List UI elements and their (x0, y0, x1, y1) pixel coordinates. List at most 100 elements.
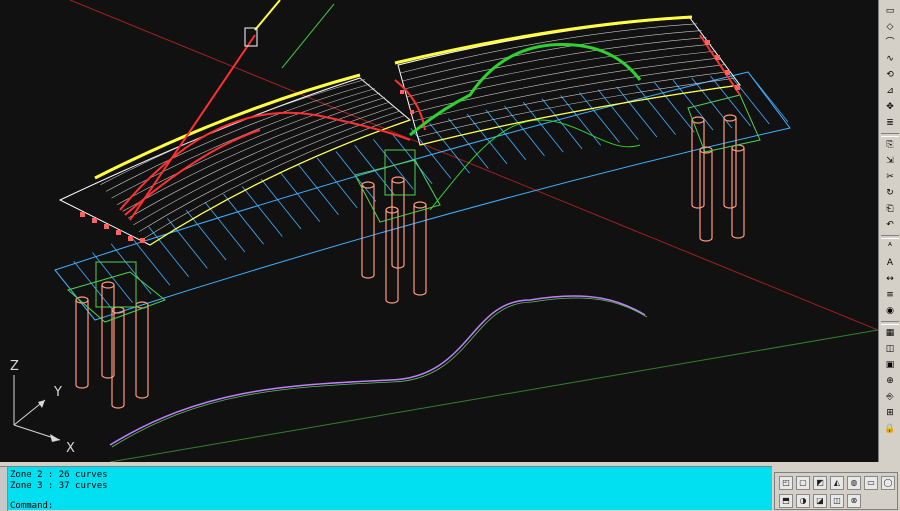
hatch-line (597, 89, 639, 140)
attribute-icon[interactable]: ⊞ (882, 406, 898, 420)
axis-line-red (69, 0, 878, 331)
3d-view-icon[interactable]: ◇ (882, 20, 898, 34)
view-icon[interactable]: ◰ (779, 476, 793, 490)
terrain-curve (109, 295, 646, 446)
deck-girder-line (105, 83, 371, 192)
extrude-icon[interactable]: ⬒ (779, 494, 793, 508)
torus-icon[interactable]: ◯ (881, 476, 895, 490)
hatch-line (223, 193, 264, 245)
hatch-line (279, 171, 321, 222)
revolve-icon[interactable]: ◑ (796, 494, 810, 508)
drawing-viewport[interactable]: Z Y X (0, 0, 878, 462)
hatch-line (504, 105, 545, 157)
command-window[interactable]: Zone 2 : 26 curves Zone 3 : 37 curves Co… (0, 466, 772, 511)
pile (691, 120, 705, 209)
lock-icon[interactable]: 🔒 (882, 422, 898, 436)
deck-girder-line (400, 23, 697, 74)
bridge-model-drawing: Z Y X (10, 0, 878, 462)
pile (723, 118, 737, 209)
move-icon[interactable]: ✥ (882, 100, 898, 114)
pile-top (723, 114, 737, 122)
wedge-icon[interactable]: ◩ (813, 476, 827, 490)
section-icon[interactable]: ◫ (830, 494, 844, 508)
bottom-toolbar: ◰▢◩◭◍▭◯ ⬒◑◪◫⊗ (774, 472, 898, 510)
pile (361, 185, 375, 279)
property-icon[interactable]: ◉ (882, 304, 898, 318)
hatch-line (148, 226, 189, 278)
hatch-line (54, 269, 96, 321)
axis-line-green (109, 329, 878, 462)
green-tendon (409, 42, 642, 137)
deck-girder-line (122, 97, 386, 212)
deck-girder-line (408, 50, 717, 106)
hatch-line (654, 82, 695, 133)
interfere-icon[interactable]: ⊗ (847, 494, 861, 508)
ucs-icon[interactable]: ▭ (882, 4, 898, 18)
deck-girder-line (404, 37, 707, 90)
layers-icon[interactable]: ≣ (882, 116, 898, 130)
ucs-icon: Z Y X (10, 359, 75, 456)
hatch-line (110, 243, 152, 295)
region-icon[interactable]: ◫ (882, 342, 898, 356)
block-icon[interactable]: ▣ (882, 358, 898, 372)
measure-icon[interactable]: ⊿ (882, 84, 898, 98)
box-icon[interactable]: ▢ (796, 476, 810, 490)
pile-group (75, 114, 745, 409)
trim-icon[interactable]: ✂ (882, 170, 898, 184)
hatch-line (616, 86, 658, 138)
ucs-y-label: Y (53, 385, 62, 400)
paste-icon[interactable]: ⎗ (882, 202, 898, 216)
hatch-line (635, 84, 676, 135)
slice-icon[interactable]: ◪ (813, 494, 827, 508)
hatch-line (298, 164, 339, 215)
spline-icon[interactable]: ⟲ (882, 68, 898, 82)
toolbar-separator (881, 321, 899, 325)
undo-icon[interactable]: ↶ (882, 218, 898, 232)
deck-girder-line (138, 110, 401, 232)
hatch-icon[interactable]: ▦ (882, 326, 898, 340)
cylinder-icon[interactable]: ▭ (864, 476, 878, 490)
command-window-grip[interactable] (0, 467, 8, 511)
xref-icon[interactable]: ⎆ (882, 390, 898, 404)
hatch-line (391, 133, 433, 184)
deck-girder-line (402, 30, 702, 82)
pile (391, 180, 405, 269)
cone-icon[interactable]: ◭ (830, 476, 844, 490)
rotate-icon[interactable]: ↻ (882, 186, 898, 200)
bridge-deck (58, 15, 741, 246)
hatch-line (429, 123, 470, 174)
ucs-x-label: X (66, 441, 75, 456)
command-area: Zone 2 : 26 curves Zone 3 : 37 curves Co… (0, 462, 900, 511)
deck-girder-line (411, 57, 721, 114)
hatch-line (579, 92, 620, 143)
hatch-line (448, 118, 489, 169)
insert-icon[interactable]: ⊕ (882, 374, 898, 388)
deck-girder-line (133, 106, 396, 226)
hatch-line (167, 218, 208, 269)
command-history-line: Zone 3 : 37 curves (10, 481, 108, 491)
layer-icon[interactable]: ≡ (882, 288, 898, 302)
stretch-icon[interactable]: ⇲ (882, 154, 898, 168)
dimension-icon[interactable]: ↔ (882, 272, 898, 286)
pier-caps (66, 94, 761, 323)
copy-icon[interactable]: ⎘ (882, 138, 898, 152)
deck-girder-line (116, 92, 381, 206)
hatch-line (560, 95, 602, 146)
ucs-z-label: Z (10, 359, 19, 374)
toolbar-separator (881, 235, 899, 239)
arc-icon[interactable]: ∿ (882, 52, 898, 66)
pile-top (101, 281, 115, 289)
text-style-icon[interactable]: A (882, 256, 898, 270)
hatch-line (710, 75, 751, 127)
sphere-icon[interactable]: ◍ (847, 476, 861, 490)
red-tendons (119, 34, 741, 221)
pile-top (361, 181, 375, 189)
text-icon[interactable]: ᴬ (882, 240, 898, 254)
command-prompt[interactable]: Command: (10, 501, 54, 511)
deck-girder-line (127, 101, 391, 219)
select-icon[interactable]: ⌒ (882, 36, 898, 50)
pile (699, 150, 713, 242)
ground-footprint (54, 71, 791, 321)
axis-line-green-top (281, 3, 335, 69)
pile (413, 205, 427, 296)
